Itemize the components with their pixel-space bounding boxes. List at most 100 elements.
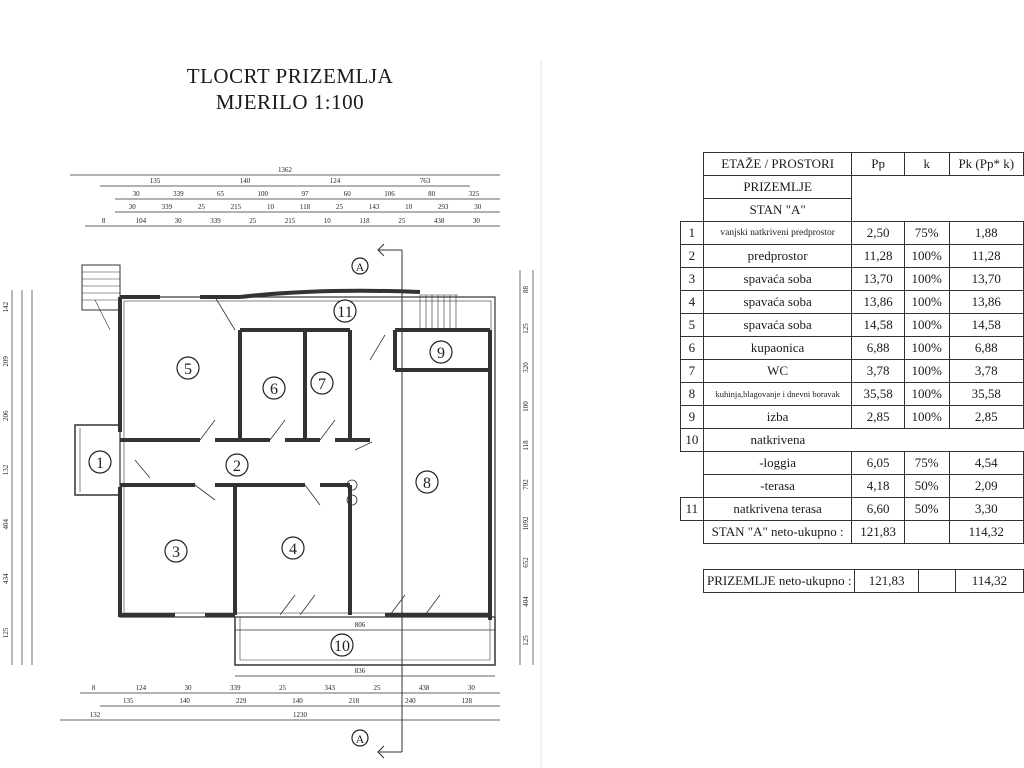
empty-cell (681, 153, 704, 176)
row-k: 100% (903, 244, 950, 268)
dimension-label: 142 (2, 301, 10, 312)
row-name: WC (702, 359, 853, 383)
unit-total-label: STAN "A" neto-ukupno : (702, 520, 853, 544)
room-marker-1 (88, 450, 112, 474)
dimension-label: 143 (369, 203, 380, 211)
room-marker-9 (429, 340, 453, 364)
row-number (681, 475, 704, 498)
dimension-label: 80 (428, 190, 436, 198)
room-number-8: 8 (423, 475, 431, 492)
row-pk: 11,28 (948, 244, 1024, 268)
row-name: natkrivena terasa (702, 497, 853, 521)
unit-total-pk: 114,32 (948, 520, 1024, 544)
dimension-label: 25 (336, 203, 344, 211)
dimension-label: 240 (405, 697, 416, 705)
row-name: izba (702, 405, 853, 429)
dimension-label: 25 (249, 217, 257, 225)
row-pk: 14,58 (948, 313, 1024, 337)
dimension-label: 836 (355, 667, 366, 675)
dimension-label: 30 (175, 217, 183, 225)
dimension-label: 438 (419, 684, 430, 692)
dimension-label: 25 (398, 217, 406, 225)
dimension-label: 434 (2, 573, 10, 584)
row-k: 100% (903, 267, 950, 291)
row-number: 8 (680, 382, 704, 406)
row-number (681, 452, 704, 475)
interior-walls (120, 328, 492, 620)
dimension-label: 118 (522, 440, 530, 451)
dimension-label: 229 (236, 697, 247, 705)
dimension-label: 100 (522, 401, 530, 412)
dimension-label: 438 (434, 217, 445, 225)
dimension-label: 125 (2, 627, 10, 638)
section-label-bottom: A (356, 732, 365, 746)
dimension-label: 404 (2, 519, 10, 530)
row-pk: 2,85 (948, 405, 1024, 429)
section-marker-bottom (351, 729, 369, 747)
dimension-label: 293 (438, 203, 449, 211)
room-marker-4 (281, 536, 305, 560)
room-number-5: 5 (184, 361, 192, 378)
dimension-label: 30 (468, 684, 476, 692)
dimension-label: 209 (2, 356, 10, 367)
dimension-label: 124 (330, 177, 341, 185)
dimension-label: 652 (522, 557, 530, 568)
dimension-label: 206 (2, 410, 10, 421)
dimension-label: 25 (198, 203, 206, 211)
dimension-label: 128 (462, 697, 473, 705)
dimension-label: 104 (136, 217, 147, 225)
row-k: 100% (903, 382, 950, 406)
row-k: 75% (903, 451, 950, 475)
row-k: 100% (903, 405, 950, 429)
dimension-label: 100 (258, 190, 269, 198)
row-name: -loggia (702, 451, 853, 475)
row-pk: 2,09 (948, 474, 1024, 498)
row-pk: 1,88 (948, 221, 1024, 245)
unit-row: STAN "A" (681, 198, 1024, 222)
header-pp: Pp (851, 152, 905, 176)
room-number-1: 1 (96, 455, 104, 472)
dimension-label: 60 (344, 190, 352, 198)
empty-cell (681, 199, 704, 222)
floor-total-row: PRIZEMLJE neto-ukupno : 121,83 114,32 (702, 569, 1024, 593)
dimension-label: 215 (231, 203, 242, 211)
room-marker-2 (225, 453, 249, 477)
dimension-label: 8 (92, 684, 96, 692)
row-number: 5 (680, 313, 704, 337)
dimension-label: 118 (300, 203, 311, 211)
row-number: 11 (680, 497, 704, 521)
dimension-label: 339 (162, 203, 173, 211)
row-pp: 35,58 (851, 382, 905, 406)
dimension-label: 88 (522, 286, 530, 294)
dimension-label: 97 (302, 190, 310, 198)
row-name: spavaća soba (702, 290, 853, 314)
dimension-label: 106 (384, 190, 395, 198)
outer-walls (118, 288, 421, 617)
room-marker-11 (333, 299, 357, 323)
unit-label: STAN "A" (702, 198, 853, 222)
row-name: vanjski natkriveni predprostor (702, 221, 853, 245)
row-name: kuhinja,blagovanje i dnevni boravak (702, 382, 853, 406)
row-name: spavaća soba (702, 267, 853, 291)
row-number: 6 (680, 336, 704, 360)
dimension-label: 140 (240, 177, 251, 185)
dimension-label: 218 (349, 697, 360, 705)
floor-total-table: PRIZEMLJE neto-ukupno : 121,83 114,32 (702, 569, 1024, 593)
dimension-label: 124 (136, 684, 147, 692)
dimension-label: 65 (217, 190, 225, 198)
dimension-label: 10 (267, 203, 275, 211)
dimension-label: 325 (469, 190, 480, 198)
dimension-label: 806 (355, 621, 366, 629)
row-pp: 13,70 (851, 267, 905, 291)
row-pp: 11,28 (851, 244, 905, 268)
